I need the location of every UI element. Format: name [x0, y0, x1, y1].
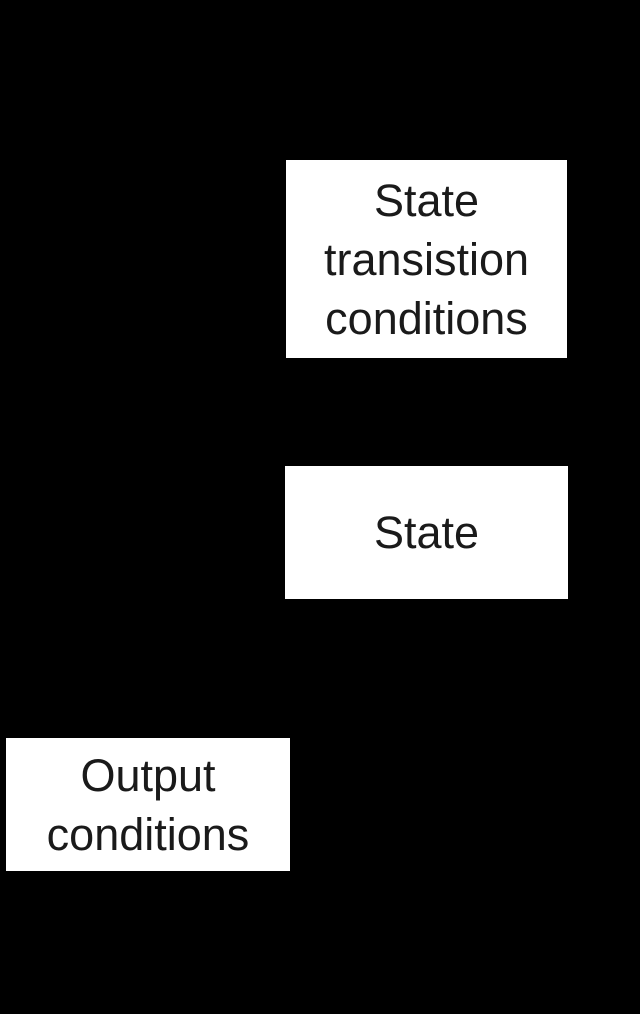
node-state-transition-conditions-label: State transistion conditions — [323, 174, 530, 344]
node-output-conditions-label: Output conditions — [46, 749, 250, 860]
node-output-conditions: Output conditions — [6, 738, 290, 871]
node-state-transition-conditions: State transistion conditions — [286, 160, 567, 358]
node-state-label: State — [373, 507, 480, 558]
node-state: State — [285, 466, 568, 599]
